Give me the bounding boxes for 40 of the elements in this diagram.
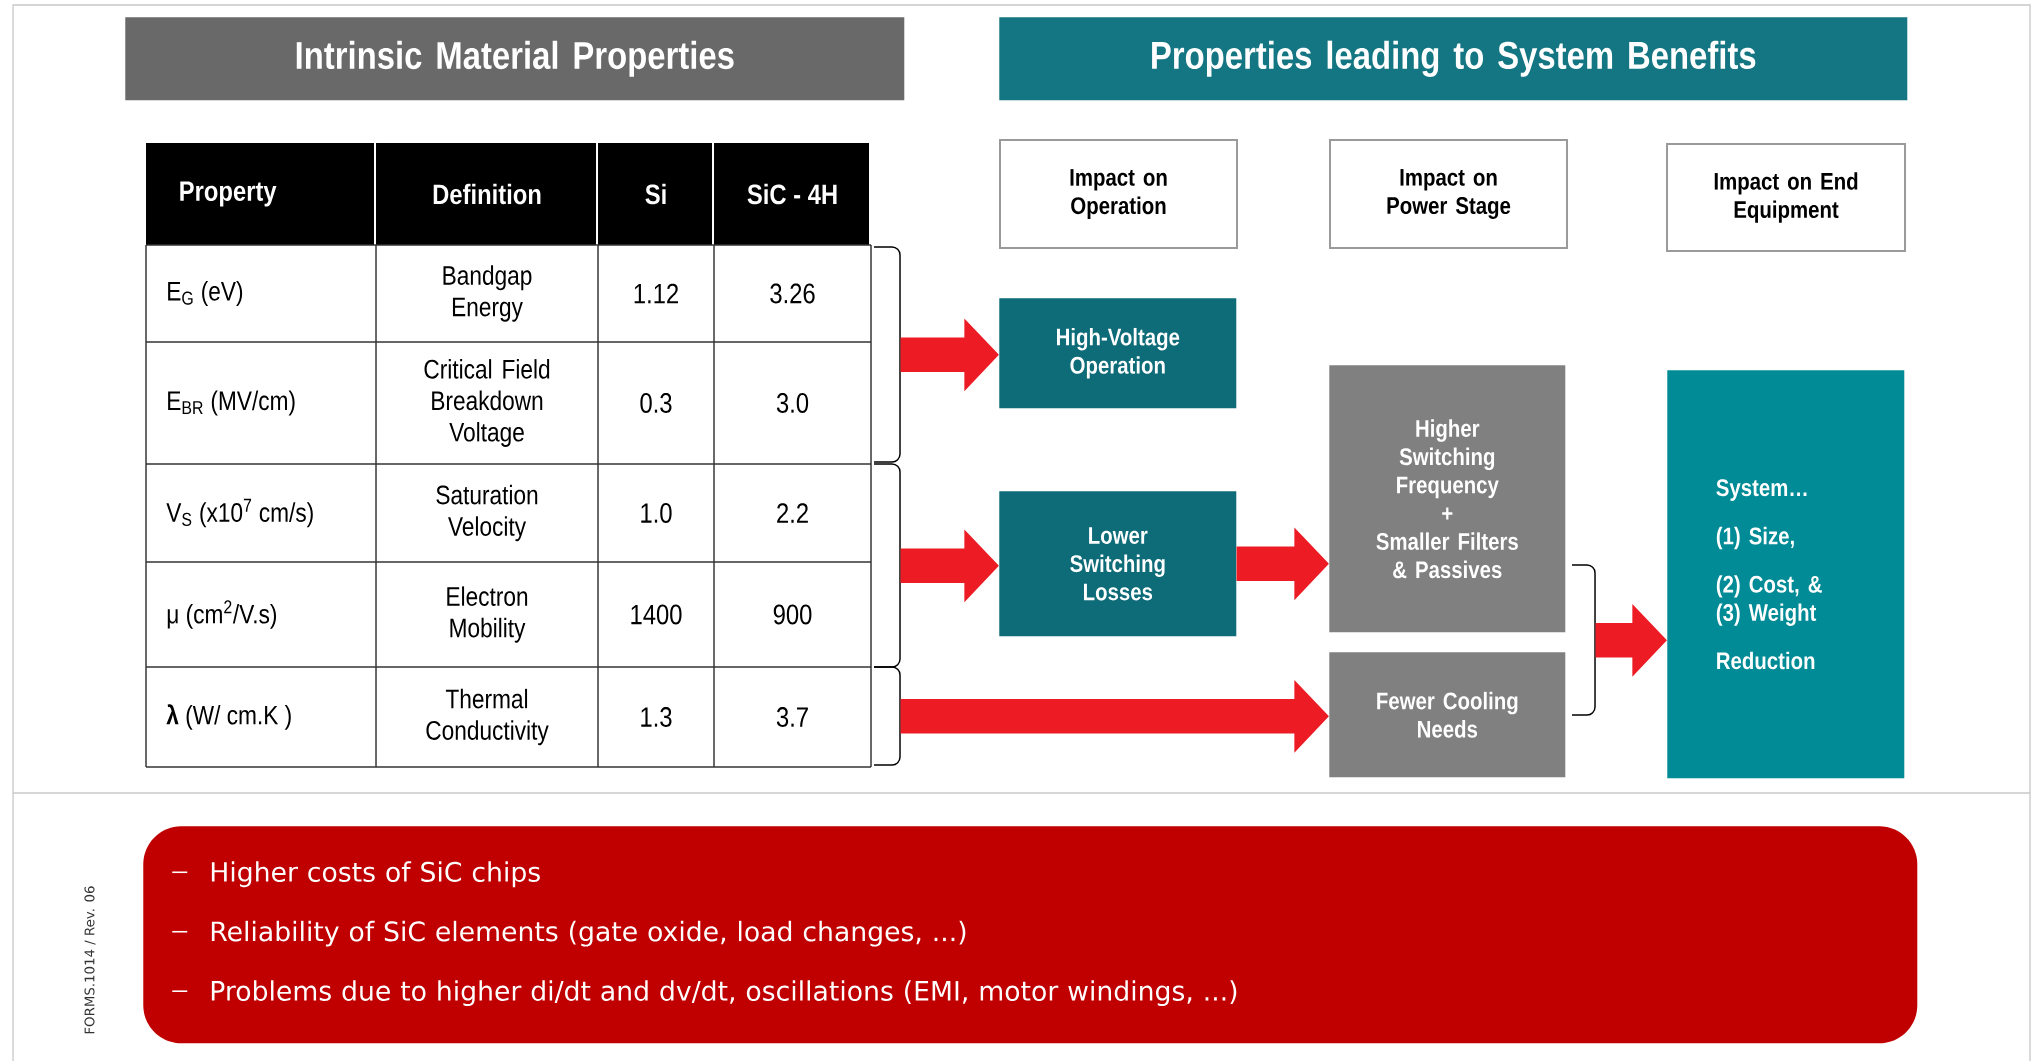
table-cell: Bandgap Energy <box>443 265 532 322</box>
table-header-cell: Property <box>146 143 374 245</box>
bracket <box>1571 564 1596 716</box>
result-box: System… (1) Size, (2) Cost, & (3) Weight Reduction <box>1667 370 1905 779</box>
table-header-cell: SiC - 4H <box>714 143 869 245</box>
table-cell: μ (cm$^{2}$/V.s) <box>167 600 277 629</box>
process-box: High-Voltage Operation <box>999 298 1237 409</box>
form-number: FORMS.1014 / Rev. 06 <box>84 886 96 1034</box>
table-cell: 1400 <box>631 604 682 625</box>
banner: Intrinsic Material Properties <box>125 17 905 101</box>
table-cell: 1.12 <box>634 283 678 304</box>
table-cell: Thermal Conductivity <box>426 688 549 746</box>
table-cell: Saturation Velocity <box>436 484 538 542</box>
header-box: Impact on Operation <box>999 139 1238 249</box>
table-cell: 1.0 <box>641 503 672 523</box>
table-header-cell: Si <box>598 143 712 245</box>
table-cell: λ (W/ cm.K ) <box>166 704 291 730</box>
table-cell: 3.7 <box>776 707 808 727</box>
table-cell: 900 <box>773 604 812 625</box>
table-cell: 1.3 <box>641 707 672 727</box>
table-cell: E$_{G}$ (eV) <box>168 281 243 306</box>
table-cell: V$_{S}$ (x10$^{7}$ cm/s) <box>166 498 313 528</box>
process-box: Lower Switching Losses <box>999 491 1237 637</box>
header-box: Impact on Power Stage <box>1329 139 1568 249</box>
table-cell: Electron Mobility <box>447 586 528 643</box>
table-cell: Critical Field Breakdown Voltage <box>424 359 550 447</box>
note-box: Higher costs of SiC chips Reliability of SiC elements (gate oxide, load changes, ...) Problems due to higher di/dt and dv/dt, oscillations (EMI, motor windings, ...) <box>143 826 1918 1044</box>
table-cell: 0.3 <box>640 393 672 413</box>
table-cell: 2.2 <box>777 503 808 523</box>
bracket <box>873 246 901 463</box>
table-cell: E$_{BR}$ (MV/cm) <box>168 390 295 416</box>
table-cell: 3.0 <box>776 393 809 413</box>
process-box: Fewer Cooling Needs <box>1329 652 1566 778</box>
header-box: Impact on End Equipment <box>1666 143 1906 252</box>
bracket <box>873 666 901 766</box>
table-header-cell: Definition <box>376 143 596 245</box>
bracket <box>873 463 901 668</box>
banner: Properties leading to System Benefits <box>999 17 1908 101</box>
process-box: Higher Switching Frequency + Smaller Filters & Passives <box>1329 365 1566 633</box>
table-cell: 3.26 <box>770 283 815 304</box>
